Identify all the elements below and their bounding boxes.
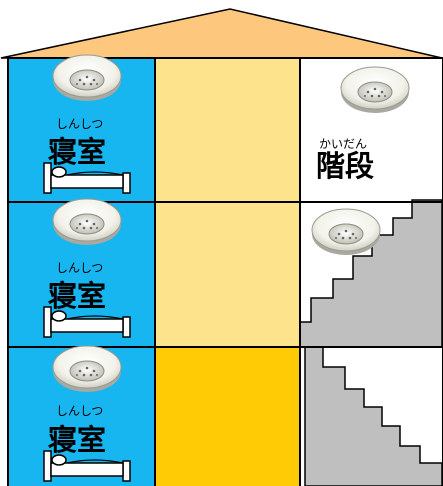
bedroom-ruby: しんしつ	[56, 404, 103, 418]
smoke-detector-icon	[52, 198, 122, 246]
bedroom-label: 寝室	[48, 135, 106, 169]
smoke-detector-icon	[52, 345, 122, 393]
stair-ruby: かいだん	[319, 137, 367, 151]
smoke-detector-icon	[52, 54, 122, 102]
bedroom-label: 寝室	[48, 423, 106, 457]
bedroom-column	[9, 59, 155, 486]
bedroom-ruby: しんしつ	[56, 261, 103, 275]
staircase-icon	[304, 346, 443, 486]
bedroom-label: 寝室	[48, 279, 106, 313]
floor-1: しんしつ 寝室	[43, 345, 131, 482]
smoke-detector-icon	[311, 208, 381, 256]
floor-3: しんしつ 寝室 かいだん 階段	[43, 54, 410, 194]
stair-label: 階段	[316, 149, 374, 183]
roof	[0, 8, 443, 59]
hallway-ground-floor	[155, 347, 300, 486]
bedroom-ruby: しんしつ	[56, 117, 103, 131]
floor-2: しんしつ 寝室	[43, 198, 381, 338]
smoke-detector-icon	[340, 66, 410, 114]
